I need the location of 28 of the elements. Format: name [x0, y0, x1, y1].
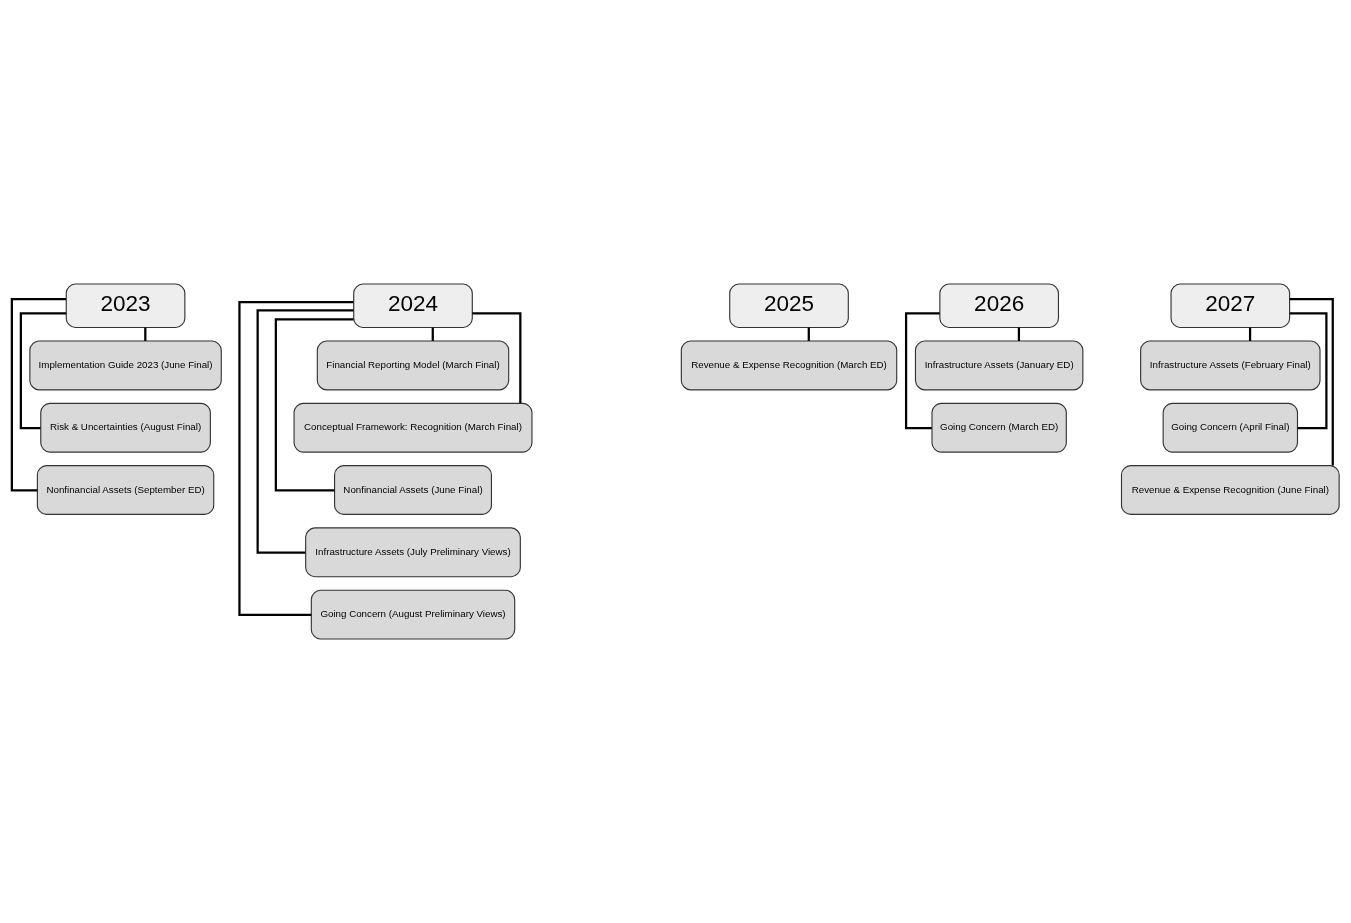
node-box: Conceptual Framework: Recognition (March Final): [293, 402, 533, 453]
connector: [904, 312, 940, 430]
connector: [256, 309, 354, 554]
node-box: Revenue & Expense Recognition (June Final): [1120, 465, 1340, 515]
node-box: 2026: [939, 283, 1059, 329]
node-box: Nonfinancial Assets (June Final): [334, 465, 492, 515]
node-box: Infrastructure Assets (February Final): [1140, 340, 1321, 391]
node-box: Implementation Guide 2023 (June Final): [29, 340, 222, 391]
node-box: Going Concern (March ED): [931, 402, 1067, 453]
node-box: Nonfinancial Assets (September ED): [36, 465, 215, 515]
node-box: 2025: [729, 283, 849, 329]
connector: [238, 300, 354, 617]
connector: [10, 297, 67, 492]
node-box: Infrastructure Assets (January ED): [914, 340, 1084, 391]
connector: [1289, 297, 1334, 466]
node-box: 2027: [1170, 283, 1291, 329]
node-box: Going Concern (April Final): [1162, 402, 1299, 453]
node-box: 2023: [65, 283, 186, 329]
node-box: Financial Reporting Model (March Final): [316, 340, 510, 391]
connector: [19, 312, 67, 430]
node-box: Infrastructure Assets (July Preliminary Views): [305, 527, 521, 578]
connector: [274, 318, 354, 492]
node-box: Risk & Uncertainties (August Final): [40, 402, 211, 453]
node-box: 2024: [353, 283, 473, 329]
node-box: Going Concern (August Preliminary Views): [310, 589, 516, 640]
connector: [1289, 312, 1328, 430]
connector: [472, 312, 522, 404]
node-box: Revenue & Expense Recognition (March ED): [680, 340, 898, 391]
